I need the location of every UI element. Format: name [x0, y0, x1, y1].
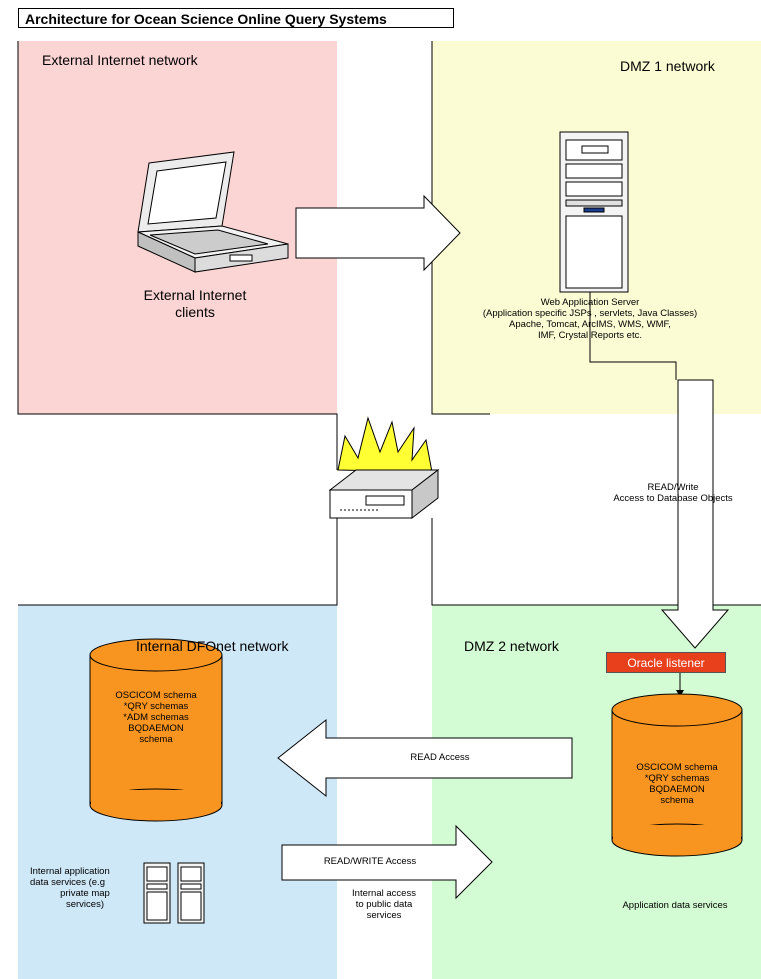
dmz2-db-line2: *QRY schemas [644, 773, 710, 784]
web-server-line2: (Application specific JSPs , servlets, J… [482, 308, 698, 319]
dmz2-db-line4: schema [660, 795, 694, 806]
dmz2-database-icon [611, 693, 743, 857]
internal-servers-icon [143, 862, 205, 924]
internal-services-line1: Internal application [30, 866, 110, 877]
dmz2-db-line3: BQDAEMON [649, 784, 705, 795]
internal-access-line3: services [366, 910, 402, 921]
app-data-services-label: Application data services [622, 900, 728, 911]
internal-database-label: OSCICOM schema *QRY schemas *ADM schemas… [96, 690, 216, 745]
internal-db-line5: schema [139, 734, 173, 745]
web-server-line1: Web Application Server [540, 297, 640, 308]
internal-db-line3: *ADM schemas [123, 712, 189, 723]
read-access-label: READ Access [410, 752, 470, 763]
external-zone-label: External Internet network [42, 52, 198, 68]
internal-db-line2: *QRY schemas [123, 701, 189, 712]
readwrite-arrow-dmz1-to-dmz2 [660, 379, 730, 649]
database-access-label: READ/Write Access to Database Objects [588, 482, 758, 504]
oracle-listener-box: Oracle listener [606, 652, 726, 673]
readwrite-access-label: READ/WRITE Access [323, 856, 417, 867]
dmz2-db-line1: OSCICOM schema [636, 762, 718, 773]
external-clients-line2: clients [175, 304, 215, 320]
laptop-icon [137, 151, 289, 273]
diagram-title: Architecture for Ocean Science Online Qu… [18, 8, 454, 28]
internal-db-line4: BQDAEMON [128, 723, 184, 734]
readwrite-access-arrow [281, 824, 493, 900]
external-clients-label: External Internet clients [120, 287, 270, 321]
web-server-line4: IMF, Crystal Reports etc. [538, 330, 642, 341]
internal-services-label: Internal application data services (e.g … [30, 866, 140, 910]
web-server-icon [559, 131, 629, 293]
internal-access-label: Internal access to public data services [334, 888, 434, 921]
firewall-icon [328, 416, 440, 520]
internal-zone-label: Internal DFOnet network [136, 638, 289, 654]
database-access-line2: Access to Database Objects [613, 493, 733, 504]
internal-access-line2: to public data [355, 899, 413, 910]
web-server-line3: Apache, Tomcat, ArcIMS, WMS, WMF, [509, 319, 671, 330]
dmz2-database-label: OSCICOM schema *QRY schemas BQDAEMON sch… [617, 762, 737, 806]
internal-services-line4: services) [65, 899, 104, 910]
internal-database-icon [89, 638, 223, 822]
external-clients-line1: External Internet [143, 287, 247, 303]
internal-db-line1: OSCICOM schema [115, 690, 197, 701]
web-server-label: Web Application Server (Application spec… [460, 297, 720, 341]
database-access-line1: READ/Write [647, 482, 699, 493]
http-arrow-external-to-dmz1 [295, 194, 461, 272]
boundary-lines [17, 41, 761, 606]
internal-access-line1: Internal access [352, 888, 416, 899]
internal-services-line3: private map [60, 888, 110, 899]
read-access-arrow [277, 718, 573, 798]
dmz1-zone-label: DMZ 1 network [620, 58, 715, 74]
dmz2-zone-label: DMZ 2 network [464, 638, 559, 654]
internal-services-line2: data services (e.g [30, 877, 105, 888]
